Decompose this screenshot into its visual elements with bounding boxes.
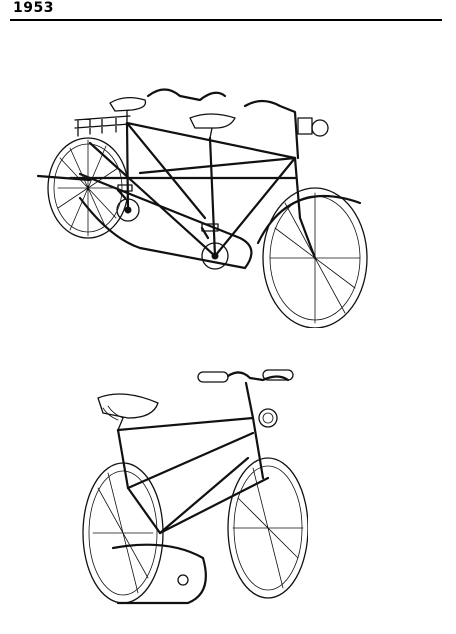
- header-rule: [10, 19, 442, 21]
- page-header: 1953: [0, 0, 456, 24]
- year-label: 1953: [13, 0, 54, 16]
- tandem-bicycle-illustration: [30, 78, 370, 328]
- ladies-bicycle-illustration: [78, 358, 308, 608]
